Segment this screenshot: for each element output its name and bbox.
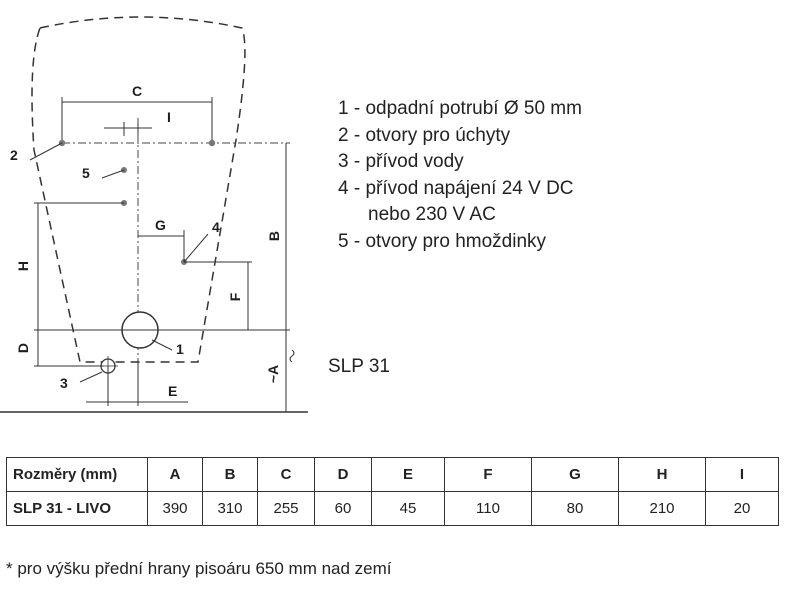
- dimensions-table: Rozměry (mm) A B C D E F G H I SLP 31 - …: [6, 457, 779, 526]
- dim-e-label: E: [168, 383, 177, 399]
- table-cell: 20: [705, 491, 779, 526]
- table-cell: 310: [202, 491, 258, 526]
- dim-c-label: C: [132, 83, 142, 99]
- table-header-cell: I: [705, 457, 779, 492]
- table-cell: 45: [371, 491, 445, 526]
- dim-d-label: D: [15, 343, 31, 353]
- table-header-row: Rozměry (mm) A B C D E F G H I: [6, 457, 779, 492]
- callout-2: 2: [10, 147, 18, 163]
- legend-list: 1 - odpadní potrubí Ø 50 mm 2 - otvory p…: [338, 96, 582, 255]
- table-header-cell: F: [444, 457, 532, 492]
- callout-1: 1: [176, 341, 184, 357]
- table-header-cell: H: [618, 457, 706, 492]
- footnote: * pro výšku přední hrany pisoáru 650 mm …: [6, 559, 392, 578]
- dim-a-label: ~A: [265, 365, 281, 383]
- table-cell: 255: [257, 491, 315, 526]
- callout-4: 4: [212, 219, 220, 235]
- table-row: SLP 31 - LIVO 390 310 255 60 45 110 80 2…: [6, 491, 779, 526]
- table-header-cell: E: [371, 457, 445, 492]
- table-cell: 60: [314, 491, 372, 526]
- table-cell: 210: [618, 491, 706, 526]
- callout-3: 3: [60, 375, 68, 391]
- dim-g-label: G: [155, 217, 166, 233]
- urinal-outline: [31, 16, 246, 363]
- model-label: SLP 31: [328, 356, 390, 377]
- urinal-installation-diagram: C I B H G F D E ~A 2 5 4 1: [0, 16, 308, 413]
- dim-f-label: F: [227, 292, 243, 301]
- table-cell: 110: [444, 491, 532, 526]
- legend-item: 2 - otvory pro úchyty: [338, 124, 511, 146]
- table-cell: SLP 31 - LIVO: [6, 491, 148, 526]
- legend-item: nebo 230 V AC: [368, 204, 496, 225]
- callout-5: 5: [82, 165, 90, 181]
- mounting-hole-right: [208, 139, 216, 147]
- dim-b-label: B: [266, 231, 282, 241]
- table-header-cell: C: [257, 457, 315, 492]
- table-header-cell: D: [314, 457, 372, 492]
- table-header-cell: G: [531, 457, 619, 492]
- table-header-cell: Rozměry (mm): [6, 457, 148, 492]
- table-header-cell: A: [147, 457, 203, 492]
- legend-item: 3 - přívod vody: [338, 151, 464, 172]
- legend-item: 1 - odpadní potrubí Ø 50 mm: [338, 98, 582, 119]
- dim-h-label: H: [15, 261, 31, 271]
- legend-item: 4 - přívod napájení 24 V DC: [338, 177, 574, 199]
- dim-i-label: I: [167, 109, 171, 125]
- table-cell: 80: [531, 491, 619, 526]
- table-header-cell: B: [202, 457, 258, 492]
- legend-item: 5 - otvory pro hmoždinky: [338, 230, 547, 252]
- table-cell: 390: [147, 491, 203, 526]
